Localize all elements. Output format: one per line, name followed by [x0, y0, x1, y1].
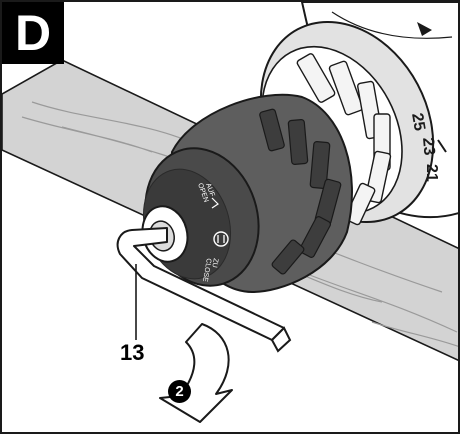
close-label-bottom: CLOSE [201, 258, 212, 283]
torque-scale-23: 23 [419, 137, 437, 156]
step-number-badge: 2 [168, 380, 191, 403]
part-callout-13: 13 [120, 340, 145, 365]
torque-scale-25: 25 [408, 112, 428, 133]
torque-scale: 25 23 21 [408, 112, 440, 182]
torque-scale-21: 21 [423, 164, 440, 182]
open-label-top: AUF [204, 182, 215, 198]
keyless-chuck: AUF OPEN ZU CLOSE [142, 93, 353, 294]
rotation-arrow-icon [159, 323, 233, 423]
panel-letter: D [2, 2, 64, 64]
close-label-top: ZU [210, 258, 219, 268]
lock-symbol-icon [213, 231, 229, 247]
hex-key [116, 227, 292, 353]
